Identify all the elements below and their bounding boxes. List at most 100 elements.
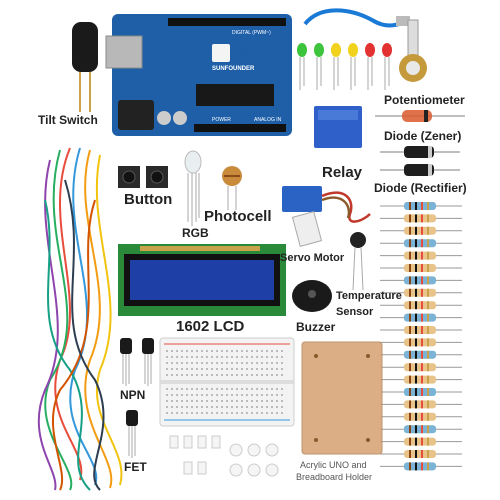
breadboard-hole <box>266 374 268 376</box>
breadboard-hole <box>276 394 278 396</box>
breadboard-hole <box>231 374 233 376</box>
resistor-body <box>404 450 436 458</box>
breadboard-hole <box>236 368 238 370</box>
breadboard-hole <box>166 412 168 414</box>
breadboard-hole <box>261 368 263 370</box>
label-buzzer: Buzzer <box>296 320 336 334</box>
breadboard-hole <box>191 388 193 390</box>
breadboard-hole <box>176 350 178 352</box>
breadboard-hole <box>246 374 248 376</box>
breadboard-hole <box>211 400 213 402</box>
breadboard-hole <box>221 406 223 408</box>
breadboard-hole <box>191 356 193 358</box>
resistor-body <box>404 276 436 285</box>
breadboard-hole <box>181 350 183 352</box>
label-holder-line1: Acrylic UNO and <box>300 460 367 470</box>
buzzer <box>292 280 332 312</box>
resistor-band <box>421 226 423 235</box>
breadboard-hole <box>206 362 208 364</box>
breadboard-hole <box>236 356 238 358</box>
breadboard-hole <box>256 406 258 408</box>
resistor-band <box>421 388 423 396</box>
resistor-band <box>421 338 423 347</box>
breadboard-hole <box>226 388 228 390</box>
breadboard-hole <box>221 356 223 358</box>
photocell <box>222 166 242 210</box>
breadboard-hole <box>176 394 178 396</box>
resistor-band <box>427 313 429 322</box>
label-servo-motor: Servo Motor <box>280 252 345 264</box>
resistor-band <box>415 264 417 272</box>
resistor-body <box>404 375 436 384</box>
breadboard-hole <box>201 412 203 414</box>
resistor-band <box>421 251 423 260</box>
breadboard-hole <box>226 374 228 376</box>
breadboard-hole <box>261 374 263 376</box>
breadboard-hole <box>236 406 238 408</box>
breadboard-hole <box>196 356 198 358</box>
resistor-band <box>415 338 417 347</box>
breadboard-hole <box>191 374 193 376</box>
breadboard-hole <box>181 368 183 370</box>
breadboard-hole <box>176 374 178 376</box>
breadboard-hole <box>221 400 223 402</box>
breadboard-hole <box>211 406 213 408</box>
push-buttons <box>118 166 168 188</box>
resistor-band <box>409 425 411 434</box>
breadboard-hole <box>226 412 228 414</box>
breadboard-hole <box>186 368 188 370</box>
resistor-band <box>421 400 423 409</box>
resistor-body <box>404 437 436 446</box>
resistor-band <box>421 326 423 334</box>
breadboard-hole <box>166 368 168 370</box>
breadboard-hole <box>241 374 243 376</box>
acrylic-holder <box>301 341 383 455</box>
breadboard-hole <box>226 400 228 402</box>
resistor-band <box>415 400 417 409</box>
tilt-switch <box>72 22 98 112</box>
breadboard-hole <box>261 350 263 352</box>
resistor-band <box>415 288 417 297</box>
resistor-band <box>421 264 423 272</box>
resistor-body <box>404 202 436 210</box>
breadboard-hole <box>241 368 243 370</box>
resistor-band <box>421 276 423 285</box>
breadboard-hole <box>261 356 263 358</box>
resistor-band <box>409 388 411 396</box>
breadboard-hole <box>211 350 213 352</box>
label-npn: NPN <box>120 388 146 402</box>
breadboard-hole <box>201 406 203 408</box>
breadboard-hole <box>241 406 243 408</box>
breadboard-hole <box>231 350 233 352</box>
label-temperature: Temperature <box>336 290 402 302</box>
breadboard-hole <box>176 368 178 370</box>
resistor-body <box>404 425 436 434</box>
breadboard-hole <box>196 400 198 402</box>
resistor-band <box>415 226 417 235</box>
breadboard-hole <box>241 394 243 396</box>
breadboard-hole <box>266 350 268 352</box>
breadboard-hole <box>211 356 213 358</box>
breadboard-hole <box>256 412 258 414</box>
breadboard-hole <box>261 406 263 408</box>
diode-zener <box>375 110 465 122</box>
breadboard-hole <box>186 362 188 364</box>
resistor-band <box>427 214 429 223</box>
breadboard-hole <box>276 400 278 402</box>
label-button: Button <box>124 191 173 208</box>
breadboard-hole <box>186 356 188 358</box>
breadboard-hole <box>201 394 203 396</box>
resistor-column <box>380 202 462 471</box>
breadboard-hole <box>181 412 183 414</box>
breadboard-hole <box>281 412 283 414</box>
breadboard-hole <box>276 374 278 376</box>
resistor-body <box>404 264 436 272</box>
resistor-band <box>421 350 423 359</box>
resistor-band <box>427 202 429 210</box>
resistor-band <box>427 326 429 334</box>
rgb-led <box>184 150 202 226</box>
resistor-band <box>415 251 417 260</box>
breadboard-hole <box>206 406 208 408</box>
breadboard-hole <box>216 394 218 396</box>
breadboard-hole <box>211 412 213 414</box>
